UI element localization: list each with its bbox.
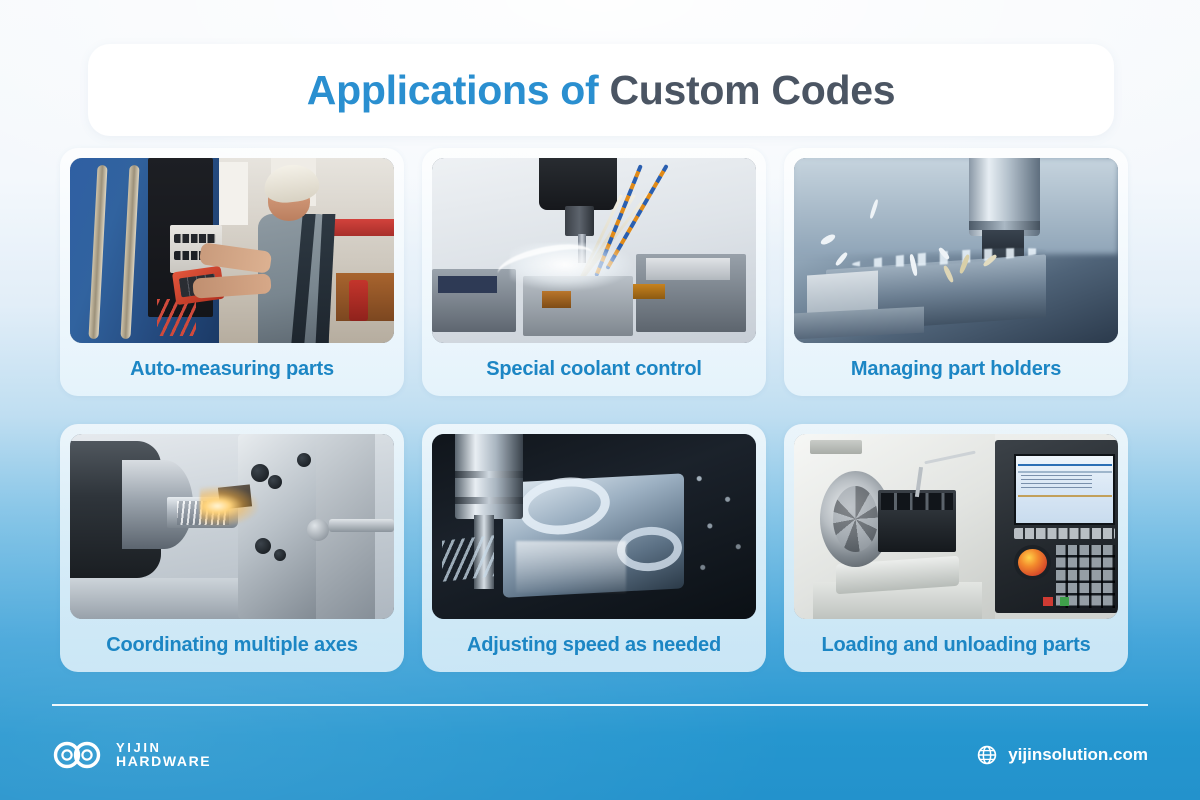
applications-grid: Auto-measuring parts Special coolant con… xyxy=(60,148,1140,672)
application-card[interactable]: Coordinating multiple axes xyxy=(60,424,404,672)
brand-name-line1: YIJIN xyxy=(116,739,162,755)
page-title-accent: Applications of xyxy=(306,66,599,113)
application-card-label: Adjusting speed as needed xyxy=(467,634,721,656)
brand-name-line2: HARDWARE xyxy=(116,753,212,770)
application-card[interactable]: Special coolant control xyxy=(422,148,766,396)
cnc-mill-coolant-spray-image xyxy=(432,158,756,343)
brand-logo[interactable]: YIJIN HARDWARE xyxy=(52,740,211,770)
globe-icon xyxy=(977,745,997,765)
application-card[interactable]: Loading and unloading parts xyxy=(784,424,1128,672)
worker-operating-cnc-control-panel-image xyxy=(70,158,394,343)
cnc-lathe-with-control-panel-image xyxy=(794,434,1118,619)
header-card: Applications of Custom Codes xyxy=(88,44,1114,136)
footer: YIJIN HARDWARE yijinsolution.com xyxy=(52,724,1148,786)
application-card-label: Special coolant control xyxy=(486,358,702,380)
application-card[interactable]: Auto-measuring parts xyxy=(60,148,404,396)
cnc-lathe-turning-spark-image xyxy=(70,434,394,619)
website-link[interactable]: yijinsolution.com xyxy=(977,745,1148,765)
application-card-label: Loading and unloading parts xyxy=(821,634,1091,656)
application-card-label: Managing part holders xyxy=(850,358,1062,380)
application-card-label: Coordinating multiple axes xyxy=(106,634,358,656)
brand-text: YIJIN HARDWARE xyxy=(116,741,211,769)
footer-divider xyxy=(52,704,1148,706)
page-title: Applications of Custom Codes xyxy=(306,66,896,114)
milling-shiny-aluminum-part-image xyxy=(432,434,756,619)
application-card[interactable]: Adjusting speed as needed xyxy=(422,424,766,672)
website-url: yijinsolution.com xyxy=(1008,745,1148,764)
page-title-rest: Custom Codes xyxy=(609,66,896,113)
milling-cutter-metal-chips-image xyxy=(794,158,1118,343)
application-card[interactable]: Managing part holders xyxy=(784,148,1128,396)
yijin-infinity-logo-icon xyxy=(53,741,101,769)
application-card-label: Auto-measuring parts xyxy=(130,358,334,380)
